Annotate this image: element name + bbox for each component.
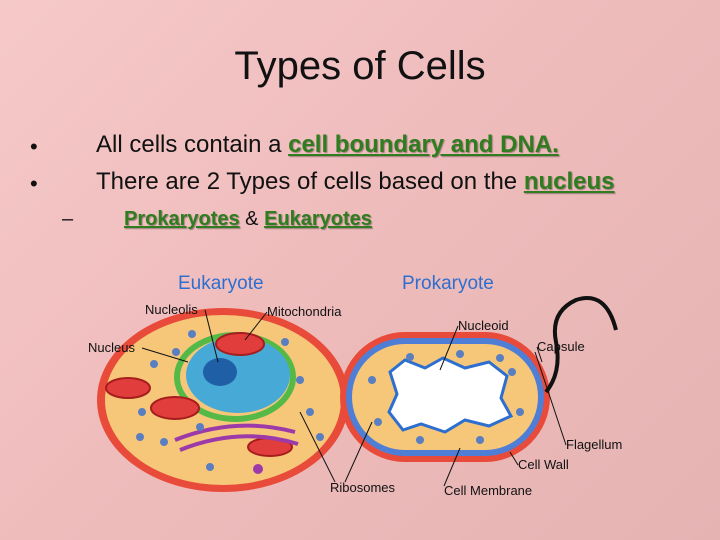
cell-diagram: Eukaryote Prokaryote Nucleolis Mitochond… [88, 273, 622, 498]
nucleolus-shape [203, 358, 237, 386]
prokaryote-cell [340, 296, 618, 462]
prokaryote-title: Prokaryote [402, 273, 494, 294]
nucleoid-shape [387, 356, 514, 434]
sub-bullet-marker: – [62, 208, 74, 230]
eukaryote-title: Eukaryote [178, 273, 264, 294]
label-nucleolis: Nucleolis [145, 302, 198, 317]
flagellum-shape [544, 296, 618, 394]
bullet-1-text: All cells contain a [96, 131, 289, 158]
nucleus-link[interactable]: nucleus [523, 168, 615, 195]
bullet-2: There are 2 Types of cells based on the … [96, 168, 615, 196]
label-cell-membrane: Cell Membrane [444, 483, 532, 498]
label-ribosomes: Ribosomes [330, 480, 396, 495]
slide-title: Types of Cells [234, 44, 486, 88]
label-flagellum: Flagellum [566, 437, 622, 452]
bullet-marker: • [30, 171, 38, 196]
sub-bullet: Prokaryotes & Eukaryotes [124, 208, 372, 231]
ampersand: & [239, 208, 265, 230]
eukaryote-cell [97, 308, 349, 492]
cell-boundary-link[interactable]: cell boundary and DNA. [288, 131, 559, 158]
bullet-1: All cells contain a cell boundary and DN… [96, 131, 559, 159]
nucleus-shape [186, 337, 290, 413]
bullet-marker: • [30, 134, 38, 159]
label-nucleoid: Nucleoid [458, 318, 509, 333]
label-cell-wall: Cell Wall [518, 457, 569, 472]
bullet-2-text: There are 2 Types of cells based on the [96, 168, 524, 195]
label-nucleus: Nucleus [88, 340, 135, 355]
prokaryotes-link[interactable]: Prokaryotes [124, 208, 240, 230]
label-mitochondria: Mitochondria [267, 304, 342, 319]
label-capsule: Capsule [537, 339, 585, 354]
mitochondria-shape [215, 332, 265, 356]
eukaryotes-link[interactable]: Eukaryotes [264, 208, 372, 230]
